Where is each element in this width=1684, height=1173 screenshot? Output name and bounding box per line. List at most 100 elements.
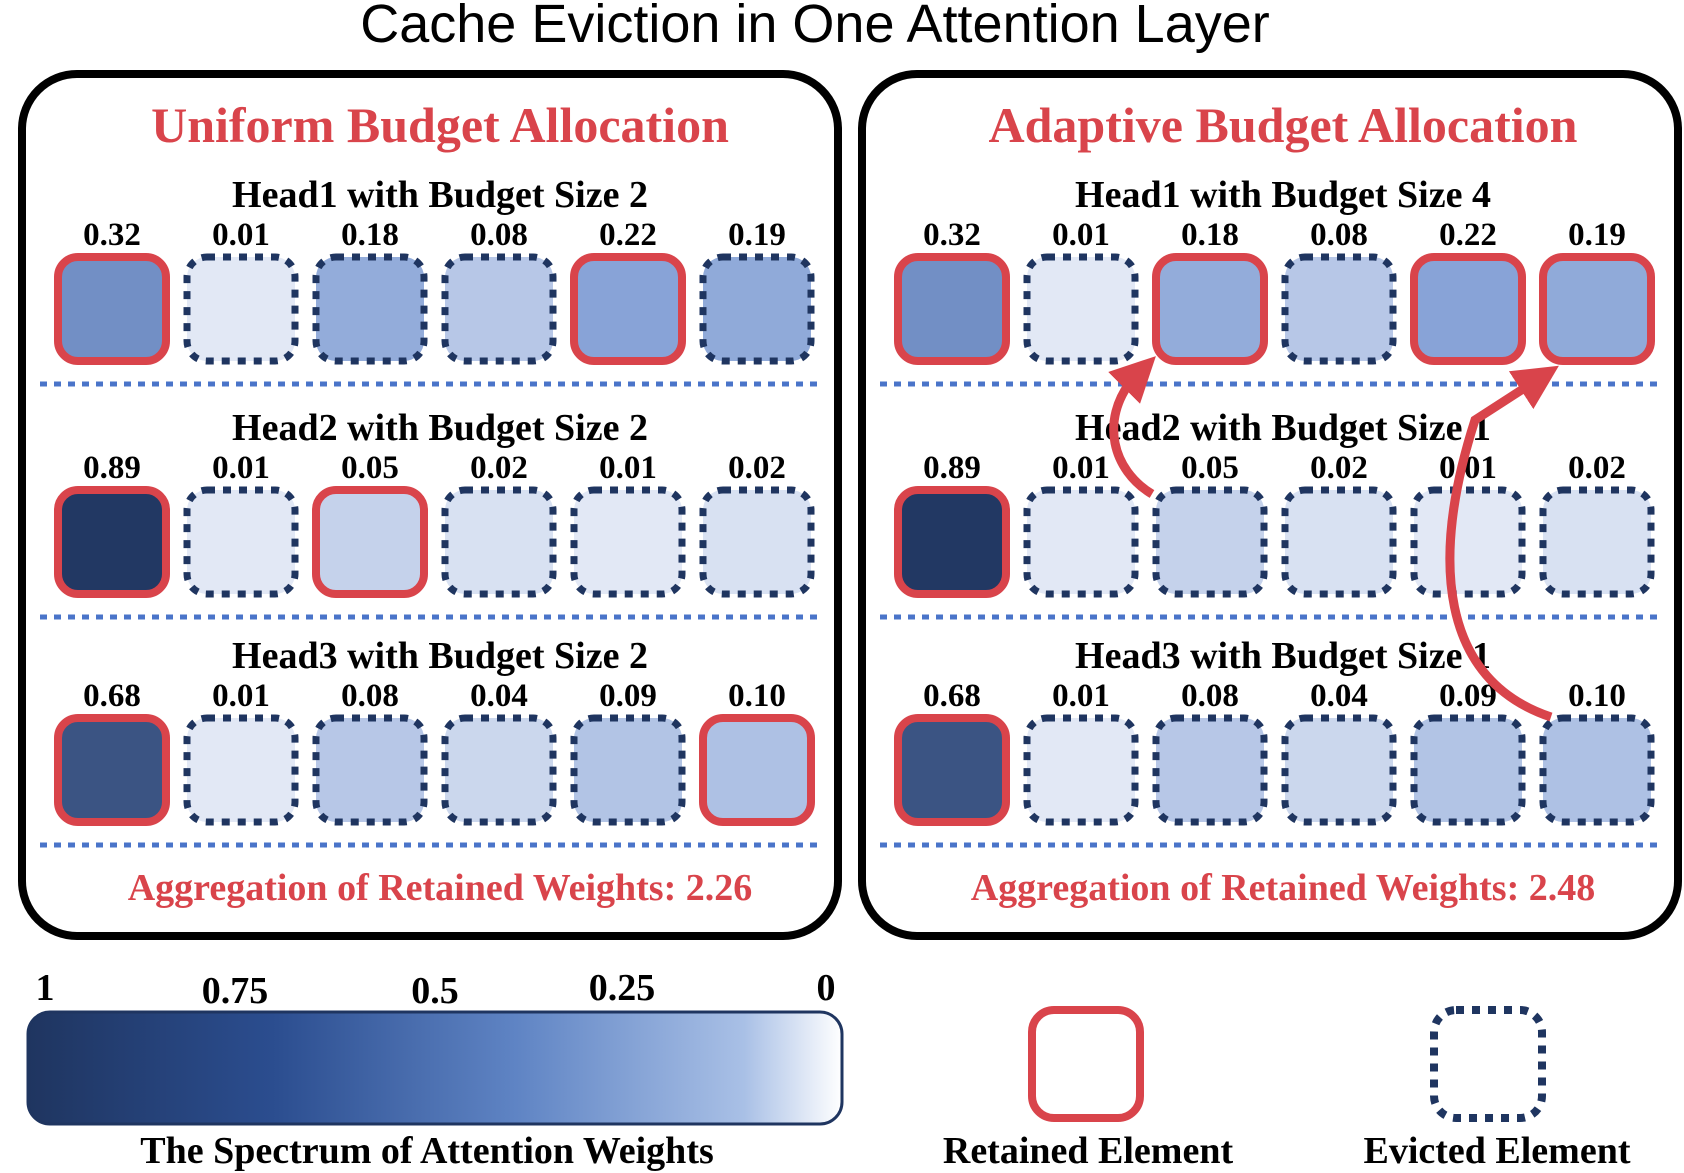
evicted-cell bbox=[1410, 714, 1526, 826]
cell-value: 0.19 bbox=[1568, 217, 1626, 253]
head-label: Head1 with Budget Size 4 bbox=[1075, 174, 1491, 216]
cell-value: 0.22 bbox=[599, 217, 657, 253]
head-label: Head2 with Budget Size 1 bbox=[1075, 407, 1491, 449]
spectrum-tick: 0 bbox=[817, 967, 836, 1009]
evicted-cell bbox=[1152, 486, 1268, 598]
evicted-cell bbox=[441, 714, 557, 826]
retained-cell bbox=[1152, 253, 1268, 365]
retained-cell bbox=[894, 253, 1010, 365]
adaptive-panel-heading: Adaptive Budget Allocation bbox=[989, 97, 1578, 153]
cell-value: 0.01 bbox=[599, 450, 657, 486]
cell-value: 0.02 bbox=[1310, 450, 1368, 486]
cell-value: 0.18 bbox=[341, 217, 399, 253]
evicted-cell bbox=[1023, 486, 1139, 598]
cell-value: 0.01 bbox=[1052, 678, 1110, 714]
cell-value: 0.01 bbox=[1052, 450, 1110, 486]
reallocation-arrow-head2-to-head1 bbox=[1108, 356, 1156, 498]
cell-value: 0.89 bbox=[83, 450, 141, 486]
evicted-cell bbox=[183, 486, 299, 598]
cell-value: 0.89 bbox=[923, 450, 981, 486]
spectrum-bar bbox=[26, 1010, 844, 1126]
cell-value: 0.68 bbox=[923, 678, 981, 714]
cell-value: 0.32 bbox=[923, 217, 981, 253]
cell-value: 0.04 bbox=[470, 678, 528, 714]
cell-value: 0.05 bbox=[1181, 450, 1239, 486]
evicted-cell bbox=[312, 253, 428, 365]
legend-retained-label: Retained Element bbox=[943, 1130, 1234, 1172]
cell-value: 0.68 bbox=[83, 678, 141, 714]
head-label: Head3 with Budget Size 2 bbox=[232, 635, 648, 677]
evicted-cell bbox=[1410, 486, 1526, 598]
cell-value: 0.19 bbox=[728, 217, 786, 253]
cell-value: 0.18 bbox=[1181, 217, 1239, 253]
spectrum-tick: 0.5 bbox=[411, 970, 459, 1012]
retained-cell bbox=[1410, 253, 1526, 365]
cell-value: 0.01 bbox=[1052, 217, 1110, 253]
retained-cell bbox=[54, 714, 170, 826]
page-title: Cache Eviction in One Attention Layer bbox=[360, 0, 1270, 54]
cell-value: 0.32 bbox=[83, 217, 141, 253]
evicted-cell bbox=[699, 486, 815, 598]
cell-value: 0.08 bbox=[470, 217, 528, 253]
evicted-cell bbox=[441, 253, 557, 365]
evicted-cell bbox=[441, 486, 557, 598]
cell-value: 0.10 bbox=[1568, 678, 1626, 714]
head-label: Head2 with Budget Size 2 bbox=[232, 407, 648, 449]
head-label: Head1 with Budget Size 2 bbox=[232, 174, 648, 216]
cell-value: 0.01 bbox=[212, 678, 270, 714]
cell-value: 0.02 bbox=[728, 450, 786, 486]
evicted-cell bbox=[312, 714, 428, 826]
uniform-aggregation: Aggregation of Retained Weights: 2.26 bbox=[128, 867, 753, 909]
cell-value: 0.04 bbox=[1310, 678, 1368, 714]
adaptive-panel-frame bbox=[858, 70, 1682, 940]
retained-cell bbox=[894, 486, 1010, 598]
evicted-cell bbox=[570, 714, 686, 826]
uniform-panel-heading: Uniform Budget Allocation bbox=[151, 97, 729, 153]
evicted-cell bbox=[1281, 253, 1397, 365]
cell-value: 0.22 bbox=[1439, 217, 1497, 253]
spectrum-tick: 1 bbox=[36, 967, 55, 1009]
cell-value: 0.01 bbox=[212, 217, 270, 253]
legend-evicted-swatch bbox=[1430, 1006, 1546, 1122]
retained-cell bbox=[699, 714, 815, 826]
spectrum-tick: 0.25 bbox=[589, 967, 656, 1009]
head-label: Head3 with Budget Size 1 bbox=[1075, 635, 1491, 677]
evicted-cell bbox=[1023, 714, 1139, 826]
retained-cell bbox=[570, 253, 686, 365]
spectrum-tick: 0.75 bbox=[202, 970, 269, 1012]
legend-retained-swatch bbox=[1028, 1006, 1144, 1122]
cell-grid: Head1 with Budget Size 2 0.32 0.01 0.18 0.08… bbox=[40, 174, 1662, 848]
reallocation-arrow-head3-to-head1 bbox=[1445, 365, 1559, 722]
retained-cell bbox=[1539, 253, 1655, 365]
evicted-cell bbox=[183, 253, 299, 365]
cell-value: 0.05 bbox=[341, 450, 399, 486]
retained-cell bbox=[312, 486, 428, 598]
uniform-panel-frame bbox=[18, 70, 842, 940]
retained-cell bbox=[894, 714, 1010, 826]
cell-value: 0.08 bbox=[341, 678, 399, 714]
cell-value: 0.09 bbox=[1439, 678, 1497, 714]
cell-value: 0.10 bbox=[728, 678, 786, 714]
cell-value: 0.08 bbox=[1181, 678, 1239, 714]
cell-value: 0.02 bbox=[470, 450, 528, 486]
cell-value: 0.01 bbox=[212, 450, 270, 486]
spectrum-label: The Spectrum of Attention Weights bbox=[140, 1130, 714, 1172]
cell-value: 0.08 bbox=[1310, 217, 1368, 253]
retained-cell bbox=[54, 486, 170, 598]
evicted-cell bbox=[1152, 714, 1268, 826]
evicted-cell bbox=[1023, 253, 1139, 365]
evicted-cell bbox=[183, 714, 299, 826]
evicted-cell bbox=[1281, 486, 1397, 598]
cell-value: 0.09 bbox=[599, 678, 657, 714]
evicted-cell bbox=[699, 253, 815, 365]
retained-cell bbox=[54, 253, 170, 365]
adaptive-aggregation: Aggregation of Retained Weights: 2.48 bbox=[971, 867, 1596, 909]
evicted-cell bbox=[1539, 486, 1655, 598]
evicted-cell bbox=[1539, 714, 1655, 826]
evicted-cell bbox=[570, 486, 686, 598]
cell-value: 0.02 bbox=[1568, 450, 1626, 486]
evicted-cell bbox=[1281, 714, 1397, 826]
spectrum-ticks: 1 0.75 0.5 0.25 0 bbox=[36, 967, 836, 1012]
legend-evicted-label: Evicted Element bbox=[1363, 1130, 1630, 1172]
